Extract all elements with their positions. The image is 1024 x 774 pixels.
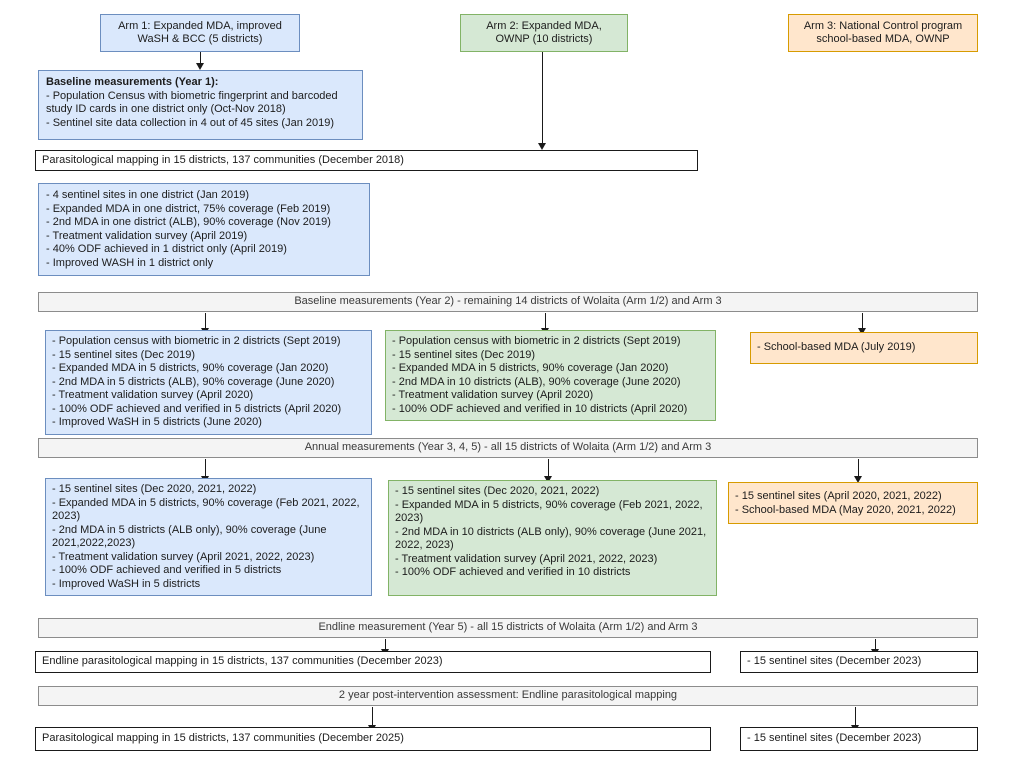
- endline-banner-label: Endline measurement (Year 5) - all 15 di…: [318, 621, 698, 634]
- text-line: - Population census with biometric in 2 …: [52, 335, 341, 347]
- text-line: - Expanded MDA in 5 districts, 90% cover…: [52, 362, 329, 374]
- arm2-year345-lines: - 15 sentinel sites (Dec 2020, 2021, 202…: [395, 485, 710, 580]
- arm1-year345-lines: - 15 sentinel sites (Dec 2020, 2021, 202…: [52, 483, 365, 591]
- text-line: - 100% ODF achieved and verified in 10 d…: [395, 566, 631, 578]
- text-line: - 100% ODF achieved and verified in 5 di…: [52, 564, 282, 576]
- baseline-year1-box: Baseline measurements (Year 1): - Popula…: [38, 70, 363, 140]
- arm1-year2-lines: - Population census with biometric in 2 …: [52, 335, 365, 430]
- annual-measurements-banner-label: Annual measurements (Year 3, 4, 5) - all…: [304, 441, 712, 454]
- text-line: - Expanded MDA in one district, 75% cove…: [46, 202, 331, 215]
- text-line: - Improved WaSH in 5 districts (June 202…: [52, 416, 262, 428]
- arm3-year2-lines: - School-based MDA (July 2019): [757, 341, 971, 355]
- post-sentinel-box: - 15 sentinel sites (December 2023): [740, 727, 978, 751]
- baseline-year1-heading: Baseline measurements (Year 1):: [46, 76, 219, 88]
- text-line: - Treatment validation survey (April 201…: [46, 229, 248, 242]
- annual-measurements-banner: Annual measurements (Year 3, 4, 5) - all…: [38, 438, 978, 458]
- arrow-banner3-to-arm1: [200, 459, 209, 483]
- text-line: - 2nd MDA in 10 districts (ALB only), 90…: [395, 525, 707, 552]
- arrow-endline-to-sentinel: [870, 639, 879, 656]
- arrow-post-to-mapping: [367, 707, 376, 732]
- text-line: - School-based MDA (July 2019): [757, 341, 916, 353]
- arm2-label: Arm 2: Expanded MDA, OWNP (10 districts): [486, 19, 602, 46]
- post-intervention-banner: 2 year post-intervention assessment: End…: [38, 686, 978, 706]
- arrow-banner3-to-arm2: [543, 459, 552, 483]
- post-intervention-banner-label: 2 year post-intervention assessment: End…: [338, 689, 678, 702]
- baseline-year2-banner: Baseline measurements (Year 2) - remaini…: [38, 292, 978, 312]
- text-line: - 2nd MDA in one district (ALB), 90% cov…: [46, 216, 331, 228]
- text-line: - 15 sentinel sites (Dec 2019): [392, 348, 536, 361]
- text-line: - 40% ODF achieved in 1 district only (A…: [46, 243, 287, 255]
- arm1-box: Arm 1: Expanded MDA, improved WaSH & BCC…: [100, 14, 300, 52]
- text-line: - Expanded MDA in 5 districts, 90% cover…: [392, 362, 669, 374]
- arm1-year345-box: - 15 sentinel sites (Dec 2020, 2021, 202…: [45, 478, 372, 596]
- arm2-year2-lines: - Population census with biometric in 2 …: [392, 335, 709, 416]
- text-line: - 15 sentinel sites (April 2020, 2021, 2…: [735, 490, 942, 502]
- parasitological-mapping-2018-box: Parasitological mapping in 15 districts,…: [35, 150, 698, 171]
- arrow-endline-to-mapping: [380, 639, 389, 656]
- arm1-year1-activities-lines: - 4 sentinel sites in one district (Jan …: [46, 189, 362, 270]
- arm1-label: Arm 1: Expanded MDA, improved WaSH & BCC…: [118, 19, 282, 46]
- text-line: - Sentinel site data collection in 4 out…: [46, 116, 335, 129]
- text-line: - 4 sentinel sites in one district (Jan …: [46, 189, 249, 201]
- text-line: - Treatment validation survey (April 202…: [392, 389, 594, 401]
- text-line: - 2nd MDA in 10 districts (ALB), 90% cov…: [392, 375, 681, 388]
- text-line: - Population Census with biometric finge…: [46, 89, 338, 116]
- text-line: - 2nd MDA in 5 districts (ALB), 90% cove…: [52, 375, 335, 388]
- baseline-year2-banner-label: Baseline measurements (Year 2) - remaini…: [294, 295, 722, 308]
- arm3-year345-lines: - 15 sentinel sites (April 2020, 2021, 2…: [735, 490, 971, 517]
- arm3-year345-box: - 15 sentinel sites (April 2020, 2021, 2…: [728, 482, 978, 524]
- text-line: - 2nd MDA in 5 districts (ALB only), 90%…: [52, 523, 327, 550]
- arm2-box: Arm 2: Expanded MDA, OWNP (10 districts): [460, 14, 628, 52]
- text-line: - 15 sentinel sites (Dec 2020, 2021, 202…: [395, 485, 600, 497]
- arrow-banner2-to-arm3: [857, 313, 866, 335]
- arrow-banner2-to-arm1: [200, 313, 209, 335]
- text-line: - 100% ODF achieved and verified in 5 di…: [52, 402, 342, 415]
- text-line: - 15 sentinel sites (Dec 2019): [52, 348, 196, 361]
- endline-banner: Endline measurement (Year 5) - all 15 di…: [38, 618, 978, 638]
- post-mapping-label: Parasitological mapping in 15 districts,…: [42, 732, 404, 745]
- endline-sentinel-box: - 15 sentinel sites (December 2023): [740, 651, 978, 673]
- post-mapping-box: Parasitological mapping in 15 districts,…: [35, 727, 711, 751]
- text-line: - 100% ODF achieved and verified in 10 d…: [392, 402, 688, 415]
- arm3-box: Arm 3: National Control program school-b…: [788, 14, 978, 52]
- baseline-year1-lines: - Population Census with biometric finge…: [46, 90, 355, 131]
- text-line: - Population census with biometric in 2 …: [392, 335, 681, 347]
- arm2-year345-box: - 15 sentinel sites (Dec 2020, 2021, 202…: [388, 480, 717, 596]
- text-line: - Improved WASH in 1 district only: [46, 256, 214, 269]
- text-line: - Expanded MDA in 5 districts, 90% cover…: [395, 498, 703, 525]
- text-line: - School-based MDA (May 2020, 2021, 2022…: [735, 503, 956, 516]
- arm3-year2-box: - School-based MDA (July 2019): [750, 332, 978, 364]
- arrow-arm2-to-mapping: [537, 52, 546, 150]
- arrow-post-to-sentinel: [850, 707, 859, 732]
- arm3-label: Arm 3: National Control program school-b…: [803, 19, 963, 46]
- text-line: - Treatment validation survey (April 202…: [395, 552, 658, 565]
- parasitological-mapping-2018-label: Parasitological mapping in 15 districts,…: [42, 153, 404, 166]
- arm2-year2-box: - Population census with biometric in 2 …: [385, 330, 716, 421]
- arrow-banner2-to-arm2: [540, 313, 549, 335]
- text-line: - Treatment validation survey (April 202…: [52, 389, 254, 401]
- arm1-year1-activities-box: - 4 sentinel sites in one district (Jan …: [38, 183, 370, 276]
- arrow-arm1-to-baseline: [195, 52, 204, 70]
- endline-sentinel-label: - 15 sentinel sites (December 2023): [747, 655, 922, 668]
- text-line: - Treatment validation survey (April 202…: [52, 550, 315, 563]
- text-line: - Improved WaSH in 5 districts: [52, 577, 201, 590]
- arm1-year2-box: - Population census with biometric in 2 …: [45, 330, 372, 435]
- endline-mapping-box: Endline parasitological mapping in 15 di…: [35, 651, 711, 673]
- text-line: - Expanded MDA in 5 districts, 90% cover…: [52, 496, 360, 523]
- text-line: - 15 sentinel sites (Dec 2020, 2021, 202…: [52, 483, 257, 495]
- arrow-banner3-to-arm3: [853, 459, 862, 483]
- post-sentinel-label: - 15 sentinel sites (December 2023): [747, 732, 922, 745]
- endline-mapping-label: Endline parasitological mapping in 15 di…: [42, 655, 443, 668]
